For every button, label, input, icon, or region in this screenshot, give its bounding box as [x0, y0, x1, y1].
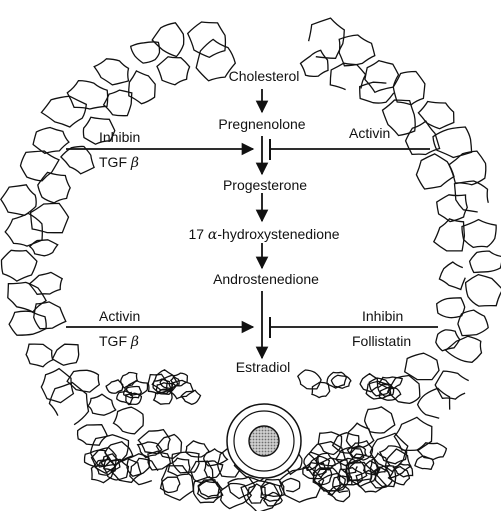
label-pregnenolone: Pregnenolone [218, 116, 305, 132]
granulosa-cell [29, 272, 62, 294]
granulosa-cell [1, 250, 36, 281]
granulosa-cell [88, 394, 116, 415]
granulosa-cell [129, 71, 155, 104]
label-upper-right-activin: Activin [349, 125, 390, 141]
granulosa-cell [8, 282, 46, 312]
granulosa-cell [67, 81, 107, 109]
granulosa-cell [298, 370, 321, 389]
granulosa-cell [41, 369, 73, 403]
label-androstenedione: Androstenedione [213, 271, 319, 287]
label-lower-left-activin: Activin [99, 308, 140, 324]
label-estradiol: Estradiol [236, 359, 290, 375]
granulosa-cell [466, 275, 501, 307]
granulosa-cell [26, 344, 53, 367]
oocyte [227, 404, 301, 478]
granulosa-cell [434, 219, 465, 251]
granulosa-cell [21, 151, 60, 181]
granulosa-cell [446, 336, 482, 362]
granulosa-cell [327, 372, 346, 388]
granulosa-cell [94, 59, 128, 85]
granulosa-cell [455, 181, 489, 212]
granulosa-cell [394, 417, 432, 450]
granulosa-cell [148, 374, 167, 394]
granulosa-cell [339, 35, 375, 66]
granulosa-cell [301, 50, 329, 76]
granulosa-cell [101, 454, 120, 471]
granulosa-cell [462, 220, 496, 248]
hydroxy-prefix: 17 [188, 226, 204, 242]
granulosa-cell [261, 483, 282, 501]
granulosa-cell [186, 441, 209, 457]
label-upper-left-inhibin: Inhibin [99, 129, 140, 145]
label-lower-right-inhibin: Inhibin [362, 308, 403, 324]
granulosa-cell [152, 23, 184, 57]
granulosa-cell [436, 330, 460, 351]
granulosa-cell [38, 172, 70, 203]
granulosa-cell [114, 407, 144, 434]
granulosa-cell [330, 63, 365, 89]
label-cholesterol: Cholesterol [229, 68, 300, 84]
granulosa-cell [331, 375, 351, 388]
granulosa-cell [435, 371, 469, 399]
granulosa-cell [416, 154, 454, 189]
granulosa-cell [130, 458, 158, 484]
granulosa-cell [106, 380, 123, 393]
granulosa-cell [394, 464, 413, 477]
oocyte-nucleus [249, 426, 279, 456]
granulosa-cell [138, 430, 170, 454]
granulosa-cell [470, 251, 501, 272]
tgf-text: TGF [99, 154, 127, 170]
granulosa-cell [418, 102, 453, 129]
granulosa-cell [78, 425, 108, 446]
granulosa-cell [33, 128, 69, 154]
granulosa-cell [439, 262, 465, 290]
label-lower-left-tgf-beta: TGF β [99, 333, 139, 350]
label-progesterone: Progesterone [223, 177, 307, 193]
granulosa-cell [61, 146, 94, 173]
beta-symbol: β [131, 155, 139, 171]
hydroxy-suffix: -hydroxystenedione [217, 226, 339, 242]
granulosa-cell [131, 42, 160, 63]
granulosa-cell [418, 388, 450, 418]
granulosa-cell [1, 185, 36, 216]
tgf-text: TGF [99, 333, 127, 349]
granulosa-cell [168, 458, 190, 476]
granulosa-cell [449, 151, 486, 185]
label-upper-left-tgf-beta: TGF β [99, 154, 139, 171]
beta-symbol: β [131, 334, 139, 350]
granulosa-cell [53, 344, 79, 365]
granulosa-cell [188, 22, 226, 57]
granulosa-cell [49, 383, 88, 425]
granulosa-cell [198, 480, 220, 499]
granulosa-cell [30, 240, 58, 256]
granulosa-cell [9, 311, 46, 335]
granulosa-cell [157, 57, 190, 85]
label-lower-right-follistatin: Follistatin [352, 333, 411, 349]
granulosa-cell [360, 82, 394, 103]
alpha-symbol: α [208, 227, 217, 243]
granulosa-cell [41, 96, 86, 127]
label-17-alpha-hydroxystenedione: 17 α-hydroxystenedione [188, 226, 339, 243]
